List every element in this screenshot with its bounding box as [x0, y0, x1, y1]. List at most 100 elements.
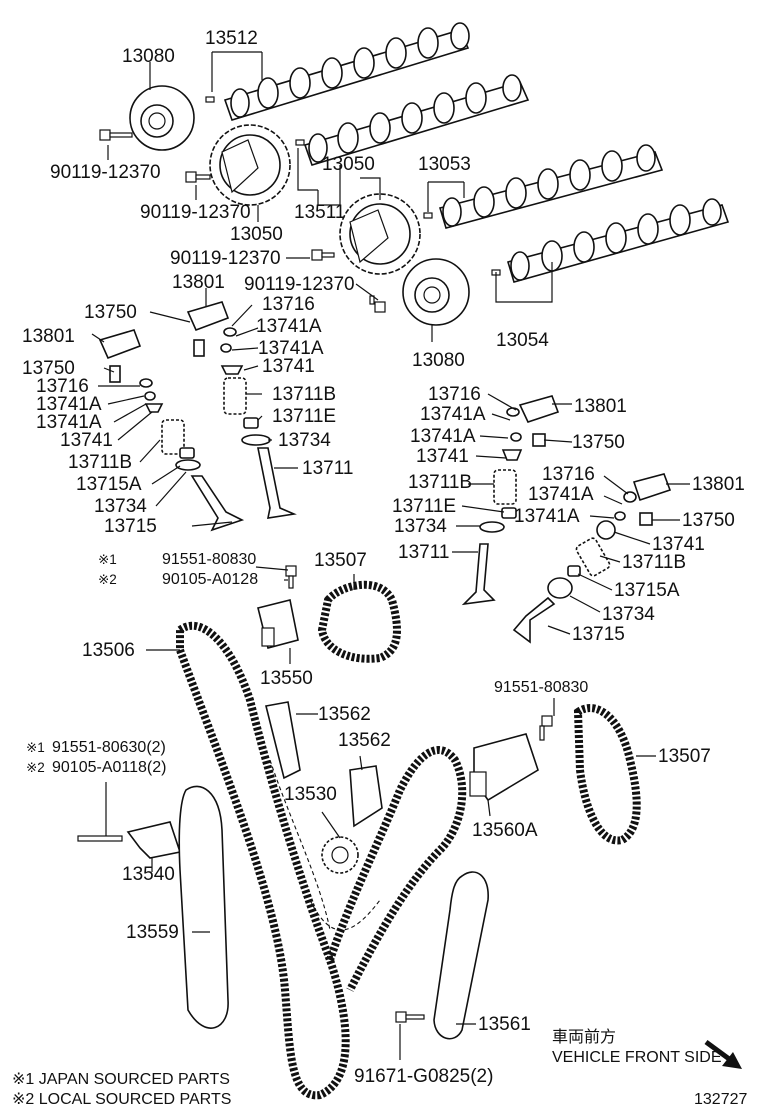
knock-pin [423, 212, 433, 219]
valve-springs-13711B [161, 377, 611, 577]
part-number-label: 13540 [122, 864, 175, 885]
chain-guide-13561 [433, 871, 489, 1040]
part-number-label: 13801 [574, 396, 627, 417]
cam-timing-gear-13080-lower [402, 258, 470, 326]
footnote-mark-1: ※1 [26, 740, 45, 755]
valve-stem-seal [179, 417, 581, 577]
knock-pin [205, 96, 215, 103]
footnote-mark-2: ※2 [26, 760, 45, 775]
bolt-icon [395, 1011, 425, 1023]
part-number-label: 13711B [408, 472, 472, 493]
part-number-label: 13080 [122, 46, 175, 67]
timing-chain-13507-upper [317, 580, 401, 663]
part-number-label: 13511 [294, 202, 345, 223]
part-number-label: 13053 [418, 154, 471, 175]
part-number-labels: 130801351290119-1237090119-1237013050135… [22, 28, 745, 1087]
part-number-label: 13741A [410, 426, 476, 447]
camshaft-13054 [506, 198, 730, 283]
spring-seat-13734 [175, 434, 573, 599]
knock-pin [295, 139, 305, 146]
part-number-label: 13741A [420, 404, 486, 425]
part-number-label: 13711E [392, 496, 456, 517]
part-number-label: 13550 [260, 668, 313, 689]
part-number-label: 90119-12370 [50, 162, 161, 183]
rocker-arm-13801 [98, 301, 672, 502]
part-number-label: 13715 [104, 516, 157, 537]
direction-label-jp: 車両前方 [552, 1028, 616, 1046]
part-number-label: 13561 [478, 1014, 531, 1035]
bolt-icon [185, 171, 211, 183]
part-number-label: 13711 [302, 458, 353, 479]
footnote-japan-sourced: ※1 JAPAN SOURCED PARTS [12, 1071, 230, 1088]
timing-chain-13507-lower [573, 704, 641, 845]
direction-label-en: VEHICLE FRONT SIDE [552, 1049, 722, 1066]
part-number-label: 13530 [284, 784, 337, 805]
camshaft-13512 [223, 22, 470, 121]
part-number-label: 13711B [68, 452, 132, 473]
part-number-label: 13054 [496, 330, 549, 351]
timing-chain-13506 [176, 621, 467, 1100]
part-number-label: 90119-12370 [244, 274, 355, 295]
part-number-label: 13741 [416, 446, 469, 467]
camshaft-13511 [303, 74, 530, 166]
part-number-label: 90119-12370 [170, 248, 281, 269]
part-number-label: 13716 [542, 464, 595, 485]
part-number-label: 13506 [82, 640, 135, 661]
part-number-label: 13050 [322, 154, 375, 175]
part-number-label: 91551-80830 [494, 679, 588, 696]
part-number-label: 90105-A0128 [162, 571, 258, 588]
bolt-icon [539, 715, 553, 741]
part-number-label: 13741 [60, 430, 113, 451]
footnote-local-sourced: ※2 LOCAL SOURCED PARTS [12, 1091, 231, 1108]
part-number-label: 13711B [622, 552, 686, 573]
chain-tensioner-13560A [469, 733, 539, 802]
chain-guide-13559 [178, 785, 229, 1029]
part-number-label: 13559 [126, 922, 179, 943]
chain-guide-dashed [269, 759, 381, 931]
part-number-label: 13741 [652, 534, 705, 555]
part-number-label: 13715A [614, 580, 680, 601]
part-number-label: 13711B [272, 384, 336, 405]
valve-retainers-13741 [144, 365, 616, 540]
cam-timing-gear-13080-upper [129, 85, 195, 151]
part-number-label: 13507 [658, 746, 711, 767]
camshaft-13053 [438, 144, 664, 229]
part-number-label: 13734 [602, 604, 655, 625]
chain-slipper-13562-lower [349, 765, 383, 828]
part-number-label: 13741A [258, 338, 324, 359]
part-number-label: 13741 [262, 356, 315, 377]
part-number-label: 91551-80830 [162, 551, 256, 568]
part-number-label: 13741A [514, 506, 580, 527]
part-number-label: 13560A [472, 820, 538, 841]
part-number-label: 13741A [256, 316, 322, 337]
part-number-label: 13050 [230, 224, 283, 245]
part-number-label: 13562 [318, 704, 371, 725]
lash-adjuster-13750 [109, 339, 653, 526]
footnote-mark-1: ※1 [98, 552, 117, 567]
part-number-label: 13711 [398, 542, 449, 563]
part-number-label: 13750 [22, 358, 75, 379]
leader-lines [91, 51, 690, 1060]
part-number-label: 13716 [36, 376, 89, 397]
part-number-label: 13741A [36, 394, 102, 415]
part-number-label: 13562 [338, 730, 391, 751]
part-number-label: 90119-12370 [140, 202, 251, 223]
chain-slipper-13562-upper [265, 701, 301, 780]
cam-timing-gear-13050-lower [339, 193, 421, 275]
chain-tensioner-13540 [77, 821, 182, 859]
part-number-label: 91551-80630(2) [52, 739, 166, 756]
part-number-label: 13734 [94, 496, 147, 517]
part-number-label: 13801 [172, 272, 225, 293]
part-number-label: 13734 [278, 430, 331, 451]
vehicle-front-arrow-icon [704, 1039, 742, 1069]
part-number-label: 91671-G0825(2) [354, 1066, 493, 1087]
footnote-mark-2: ※2 [98, 572, 117, 587]
part-number-label: 13716 [262, 294, 315, 315]
chain-tensioner-13550 [257, 599, 299, 649]
part-number-label: 13741A [528, 484, 594, 505]
part-number-label: 13711E [272, 406, 336, 427]
part-number-label: 13750 [682, 510, 735, 531]
part-number-label: 13734 [394, 516, 447, 537]
